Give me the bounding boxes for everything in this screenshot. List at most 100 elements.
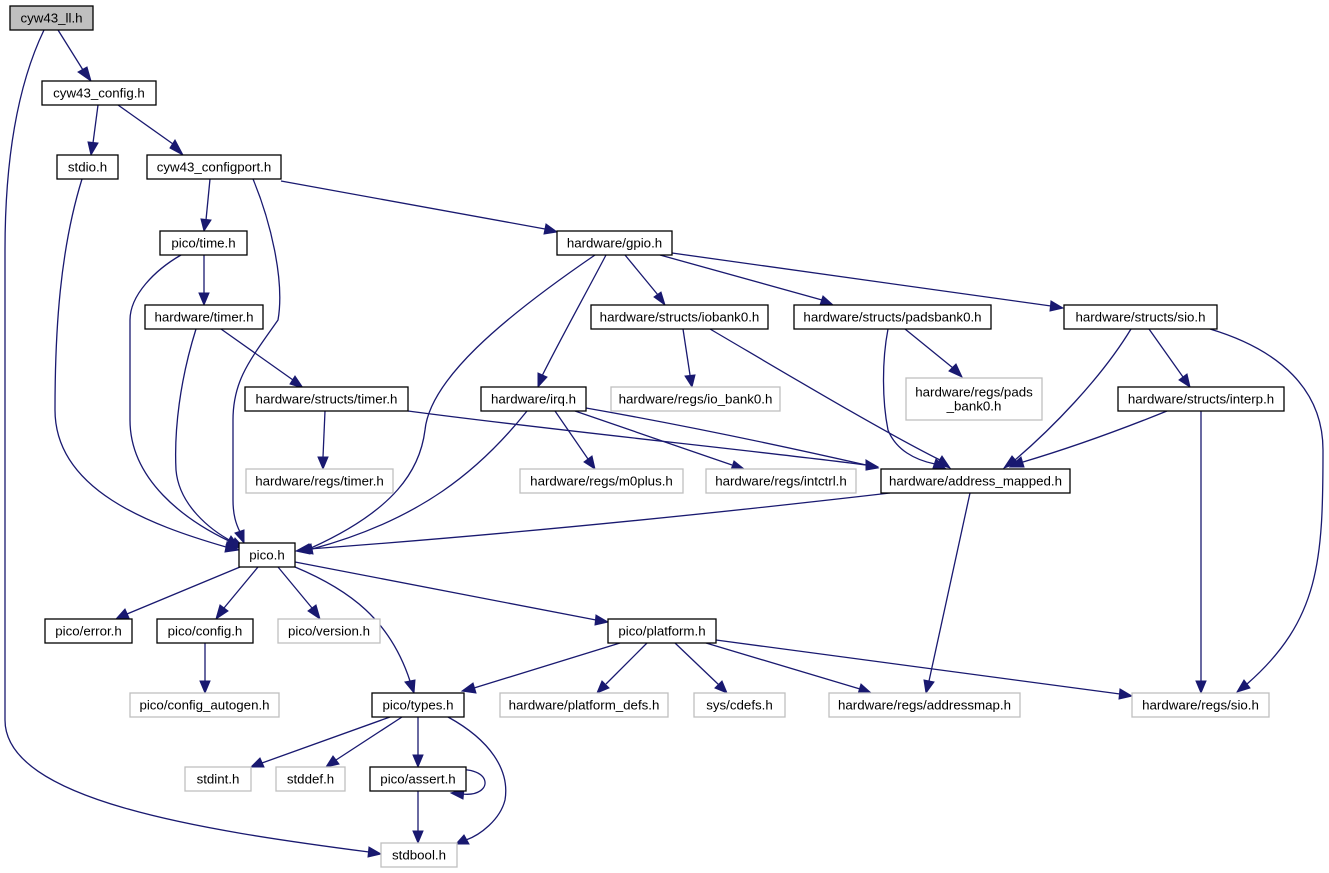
edge-line [574,410,733,466]
edge-arrowhead [1008,456,1025,468]
edge-arrowhead [169,139,185,157]
edge-arrowhead [1118,688,1134,700]
node-hw-irq[interactable]: hardware/irq.h [480,386,587,412]
edge-arrowhead [1049,300,1065,312]
node-box [184,766,252,792]
node-hw-structs-iobank0[interactable]: hardware/structs/iobank0.h [590,304,769,330]
edge-arrowhead [307,604,321,621]
node-box [238,542,296,568]
node-label: hardware/regs/addressmap.h [838,698,1011,713]
node-hw-structs-padsbank0[interactable]: hardware/structs/padsbank0.h [793,304,992,330]
node-box [519,468,684,494]
edge-line [220,328,294,381]
edge-line [671,252,1052,307]
node-stdio[interactable]: stdio.h [56,154,119,180]
edge-pico-to-pico_version [277,566,321,621]
edge-hw_gpio-to-hw_irq [537,254,607,389]
node-hw-regs-sio: hardware/regs/sio.h [1131,692,1270,718]
node-box [371,692,465,718]
node-pico-time[interactable]: pico/time.h [159,230,248,256]
edge-cyw43_configport-to-pico_time [200,178,212,233]
node-label: cyw43_configport.h [157,160,272,175]
node-label: cyw43_config.h [53,86,145,101]
edge-line [335,716,403,761]
node-label: hardware/regs/io_bank0.h [619,392,773,407]
node-box [275,766,346,792]
node-hw-regs-io-bank0: hardware/regs/io_bank0.h [610,386,781,412]
node-box [556,230,673,256]
node-box [159,230,248,256]
edge-hw_structs_sio-to-hw_regs_sio [1209,328,1324,693]
node-label: hardware/irq.h [491,392,576,407]
edge-arrowhead [215,604,229,621]
edge-line [447,716,507,841]
node-hw-gpio[interactable]: hardware/gpio.h [556,230,673,256]
node-pico-platform[interactable]: pico/platform.h [607,618,717,644]
node-hw-structs-timer[interactable]: hardware/structs/timer.h [244,386,409,412]
node-label: pico/version.h [288,624,370,639]
node-pico-config[interactable]: pico/config.h [156,618,254,644]
node-pico-error[interactable]: pico/error.h [44,618,133,644]
edge-arrowhead [684,374,696,389]
edge-pico_types-to-pico_assert [412,717,424,769]
edge-arrowhead [87,141,99,157]
edge-line [585,407,867,466]
edge-line [705,642,861,690]
node-stdint: stdint.h [184,766,252,792]
edge-cyw43_configport-to-hw_gpio [280,180,559,235]
node-stddef: stddef.h [275,766,346,792]
edge-line [322,410,326,458]
edge-arrowhead [454,834,470,845]
node-hw-regs-pads-bank0: hardware/regs/pads_bank0.h [905,377,1043,421]
edge-arrowhead [948,363,964,379]
edge-line [605,642,648,685]
edge-hw_structs_interp-to-hw_address_mapped [1008,410,1168,468]
edge-line [294,566,411,682]
node-cyw43-configport[interactable]: cyw43_configport.h [146,154,282,180]
edge-arrowhead [404,679,416,695]
node-box [705,468,857,494]
node-box [607,618,717,644]
node-sys-cdefs: sys/cdefs.h [693,692,786,718]
edge-arrowhead [199,680,211,695]
edge-arrowhead [923,679,935,695]
node-stdbool: stdbool.h [380,842,458,868]
node-label: hardware/regs/pads [915,385,1033,400]
node-cyw43-config[interactable]: cyw43_config.h [41,80,157,106]
edge-line [277,566,313,609]
edge-line [4,29,370,853]
node-hw-platform-defs: hardware/platform_defs.h [499,692,669,718]
edge-line [117,104,174,145]
edge-hw_address_mapped-to-hw_regs_addressmap [923,492,971,695]
node-pico-version: pico/version.h [277,618,381,644]
node-pico[interactable]: pico.h [238,542,296,568]
edge-arrowhead [198,292,210,307]
edge-line [674,642,720,686]
node-pico-types[interactable]: pico/types.h [371,692,465,718]
edge-arrowhead [583,455,596,471]
node-box [244,386,409,412]
edge-line [57,29,84,71]
node-label: pico/config.h [168,624,243,639]
node-box [693,692,786,718]
node-box [144,304,264,330]
node-label: pico/error.h [55,624,122,639]
edge-line [294,561,597,621]
node-hw-structs-sio[interactable]: hardware/structs/sio.h [1063,304,1218,330]
node-box [44,618,133,644]
node-hw-timer[interactable]: hardware/timer.h [144,304,264,330]
nodes: cyw43_ll.h cyw43_config.h stdio.h cyw43_con… [9,5,1285,868]
node-hw-address-mapped[interactable]: hardware/address_mapped.h [880,468,1071,494]
node-box [41,80,157,106]
edge-arrowhead [714,680,728,694]
node-hw-structs-interp[interactable]: hardware/structs/interp.h [1117,386,1285,412]
node-cyw43-ll[interactable]: cyw43_ll.h [9,5,94,31]
node-box [499,692,669,718]
edge-line [554,410,589,460]
edge-arrowhead [412,830,424,845]
node-pico-assert[interactable]: pico/assert.h [369,766,467,792]
node-hw-regs-intctrl: hardware/regs/intctrl.h [705,468,857,494]
edge-arrowhead [324,755,340,768]
node-label: cyw43_ll.h [20,11,82,26]
